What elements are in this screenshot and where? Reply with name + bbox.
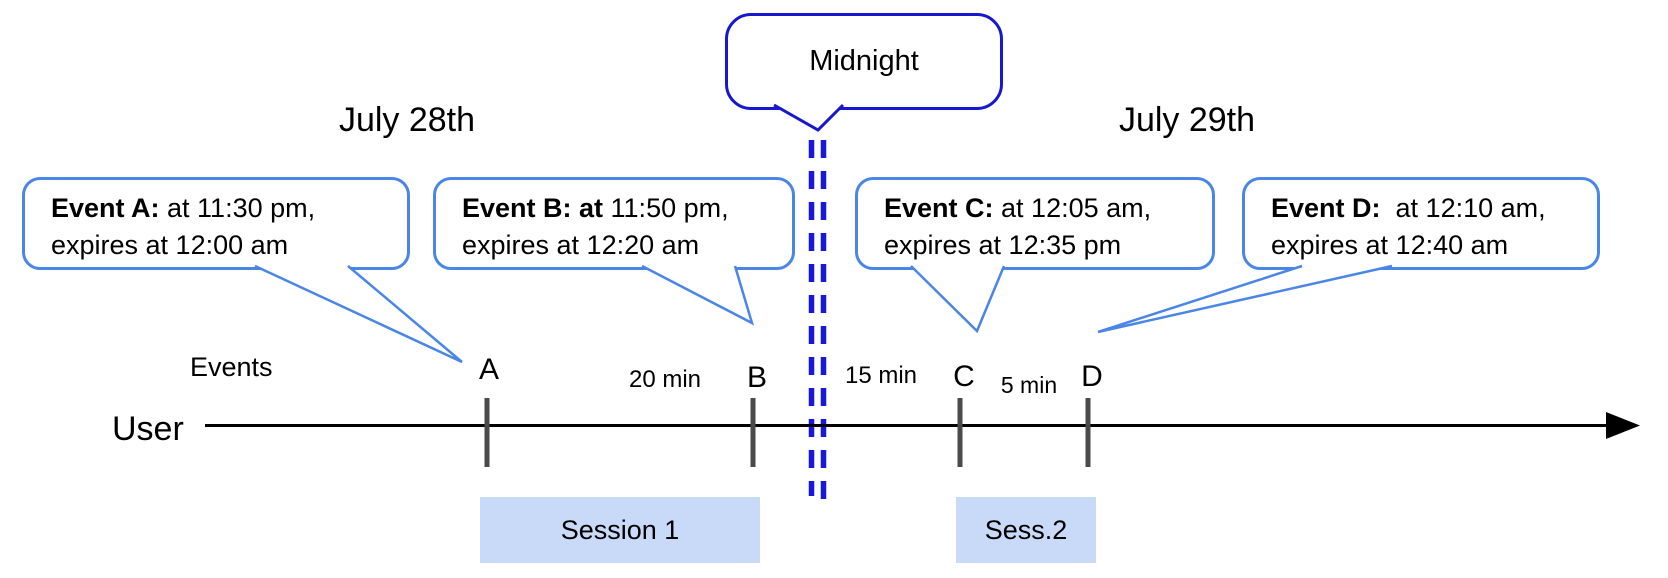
tick-label-a: A xyxy=(478,353,500,386)
event-b-callout: Event B: at 11:50 pm, expires at 12:20 a… xyxy=(433,177,795,270)
event-b-line2: expires at 12:20 am xyxy=(462,230,700,260)
event-c-line2: expires at 12:35 pm xyxy=(884,230,1122,260)
gap-label-20min: 20 min xyxy=(628,366,702,393)
session-2-label: Sess.2 xyxy=(984,514,1068,545)
event-c-line1: Event C: at 12:05 am, xyxy=(884,193,1152,223)
session-1-box: Session 1 xyxy=(480,497,760,563)
event-a-tail xyxy=(254,264,463,364)
session-2-box: Sess.2 xyxy=(956,497,1096,563)
timeline-arrowhead-icon xyxy=(1606,412,1640,439)
user-label: User xyxy=(112,410,184,448)
event-c-callout: Event C: at 12:05 am, expires at 12:35 p… xyxy=(855,177,1215,270)
midnight-label: Midnight xyxy=(809,45,919,77)
event-d-callout: Event D: at 12:10 am, expires at 12:40 a… xyxy=(1242,177,1600,270)
gap-label-15min: 15 min xyxy=(844,362,918,389)
event-a-line1: Event A: at 11:30 pm, xyxy=(51,193,316,223)
date-july-29: July 29th xyxy=(1118,101,1256,139)
tick-label-b: B xyxy=(746,361,768,394)
gap-label-5min: 5 min xyxy=(1000,372,1058,398)
date-july-28: July 28th xyxy=(338,101,476,139)
tick-label-d: D xyxy=(1081,360,1103,393)
session-1-label: Session 1 xyxy=(560,514,680,545)
event-d-tail xyxy=(1097,264,1393,334)
midnight-callout: Midnight xyxy=(725,13,1003,110)
event-c-tail xyxy=(910,265,1006,334)
events-axis-label: Events xyxy=(190,352,273,382)
event-b-tail xyxy=(641,264,755,326)
event-d-line2: expires at 12:40 am xyxy=(1271,230,1509,260)
event-d-line1: Event D: at 12:10 am, xyxy=(1271,193,1546,223)
event-a-line2: expires at 12:00 am xyxy=(51,230,289,260)
tick-label-c: C xyxy=(953,360,975,393)
event-b-line1: Event B: at 11:50 pm, xyxy=(462,193,729,223)
event-a-callout: Event A: at 11:30 pm, expires at 12:00 a… xyxy=(22,177,410,270)
